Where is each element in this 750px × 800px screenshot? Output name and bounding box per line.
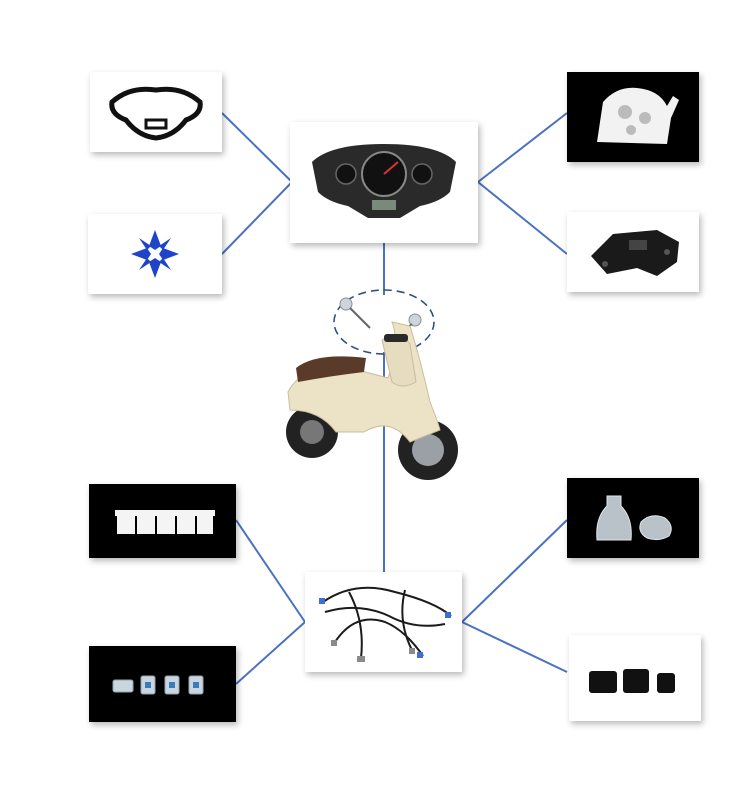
rubber-caps-icon <box>589 669 675 693</box>
connector-line <box>477 112 568 183</box>
connector-line <box>461 519 568 623</box>
wiring-harness-icon <box>319 586 452 662</box>
connector-line <box>235 519 306 623</box>
white-gear-housing-card <box>567 72 699 162</box>
connector-line <box>235 621 306 685</box>
connector-line <box>221 112 293 183</box>
connector-line <box>461 621 568 673</box>
white-connector-block-card <box>89 484 236 558</box>
connector-line <box>221 181 293 255</box>
blue-star-icon <box>131 230 179 278</box>
motor-scooter-icon <box>286 289 458 480</box>
black-rubber-caps-card <box>569 635 701 721</box>
connector-block-icon <box>115 510 215 534</box>
gear-housing-icon <box>597 87 679 144</box>
clear-rubber-boots-card <box>567 478 699 558</box>
dashboard-bezel-card <box>90 72 222 152</box>
dashboard-bezel-icon <box>109 86 203 141</box>
callout-ring <box>333 289 435 355</box>
instrument-cluster-icon <box>312 144 456 218</box>
blue-star-part-card <box>88 214 222 294</box>
rubber-boots-icon <box>596 495 672 541</box>
instrument-cluster-card <box>290 122 478 243</box>
black-bracket-card <box>567 212 699 292</box>
connector-line <box>477 181 568 255</box>
terminal-clips-icon <box>112 675 204 695</box>
wiring-harness-card <box>305 572 462 672</box>
bracket-icon <box>591 230 679 276</box>
motor-scooter-hub <box>270 282 470 492</box>
clear-terminal-clips-card <box>89 646 236 722</box>
